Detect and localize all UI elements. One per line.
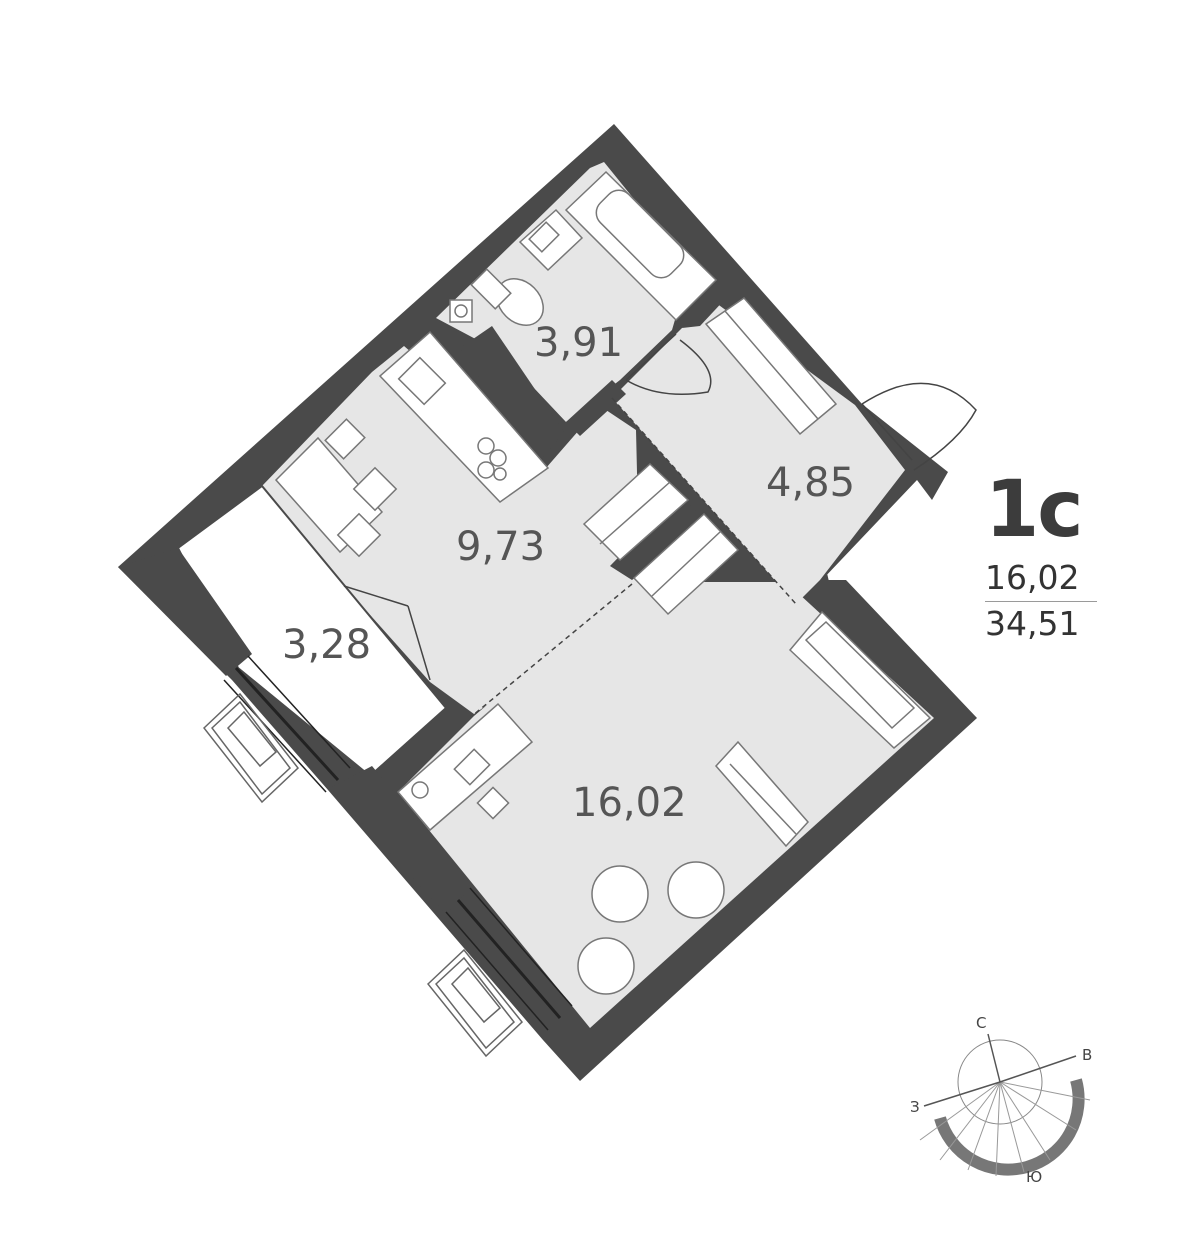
sofa — [788, 610, 932, 750]
bathtub — [564, 170, 718, 322]
zone-separators — [471, 397, 797, 717]
ac-unit-2 — [426, 948, 524, 1058]
window-living — [445, 887, 573, 1031]
inner-wall-hall — [682, 296, 728, 328]
inner-wall-corner — [566, 380, 626, 436]
drain — [449, 299, 473, 323]
compass-east: В — [1082, 1046, 1092, 1064]
apartment-type: 1с — [985, 465, 1084, 555]
compass-north-line — [987, 1033, 1001, 1083]
area-divider — [985, 601, 1097, 602]
wall-left — [118, 548, 252, 676]
bath-sink — [518, 208, 584, 272]
room-area-living: 16,02 — [572, 780, 687, 826]
living-area: 16,02 — [985, 558, 1080, 597]
entry-door — [861, 382, 977, 471]
compass-east-line — [999, 1055, 1077, 1083]
kitchen-counter — [378, 330, 550, 503]
wardrobe-hallway — [704, 297, 838, 436]
dining-table — [274, 418, 398, 558]
room-area-bathroom: 3,91 — [534, 320, 623, 366]
compass-south: Ю — [1026, 1168, 1042, 1186]
room-area-hallway: 4,85 — [766, 460, 855, 506]
tv-stand — [714, 740, 810, 848]
total-area: 34,51 — [985, 604, 1080, 643]
compass: С В З Ю — [910, 1014, 1092, 1186]
inner-wall-bath — [460, 326, 564, 466]
armchairs — [577, 861, 725, 995]
bath-door — [625, 333, 712, 396]
ac-unit-1 — [202, 692, 300, 804]
inner-wall-closet — [610, 494, 706, 580]
wall-lower-left — [330, 766, 472, 914]
compass-sun-arc — [934, 1078, 1085, 1176]
compass-north: С — [976, 1014, 986, 1032]
wardrobe-center — [582, 462, 740, 616]
balcony-door — [343, 585, 431, 681]
toilet — [470, 268, 544, 326]
compass-west-line — [923, 1081, 1001, 1107]
window-balcony — [223, 655, 351, 793]
compass-west: З — [910, 1098, 920, 1116]
room-area-balcony: 3,28 — [282, 622, 371, 668]
floor-living — [398, 582, 934, 1028]
apartment-summary: 1с 16,02 34,51 — [985, 468, 1097, 644]
room-area-kitchen: 9,73 — [456, 524, 545, 570]
desk — [396, 702, 534, 832]
floor-hallway — [612, 300, 905, 604]
